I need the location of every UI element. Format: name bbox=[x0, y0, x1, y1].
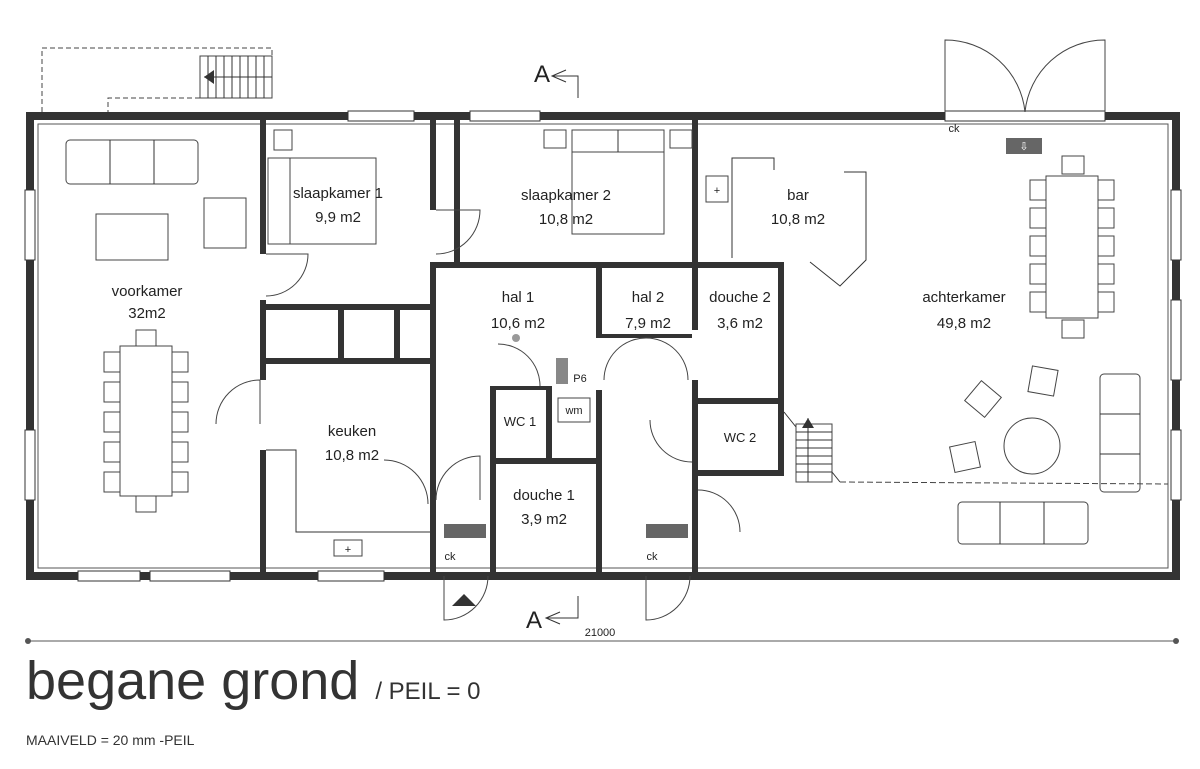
slaapkamer1-bed bbox=[267, 129, 377, 245]
ck-label-top: ck bbox=[949, 123, 961, 135]
room-bar-area: 10,8 m2 bbox=[771, 211, 825, 228]
room-bar-name: bar bbox=[787, 187, 809, 204]
room-slaapkamer2-name: slaapkamer 2 bbox=[521, 187, 611, 204]
bar-counter: + bbox=[705, 157, 867, 287]
room-voorkamer-area: 32m2 bbox=[128, 305, 166, 322]
room-keuken-name: keuken bbox=[328, 423, 376, 440]
room-slaapkamer1-name: slaapkamer 1 bbox=[293, 185, 383, 202]
room-douche2-area: 3,6 m2 bbox=[717, 315, 763, 332]
room-slaapkamer1-area: 9,9 m2 bbox=[315, 209, 361, 226]
room-douche1-name: douche 1 bbox=[513, 487, 575, 504]
entrance-arrow-icon bbox=[452, 594, 476, 606]
room-hal2-area: 7,9 m2 bbox=[625, 315, 671, 332]
section-mark-top: A bbox=[534, 61, 550, 88]
interior-walls bbox=[260, 120, 784, 572]
room-voorkamer-name: voorkamer bbox=[112, 283, 183, 300]
voorkamer-furniture bbox=[65, 139, 247, 513]
dimension-line: 21000 bbox=[25, 627, 1179, 644]
room-slaapkamer2-area: 10,8 m2 bbox=[539, 211, 593, 228]
utility: wm P6 bbox=[512, 334, 591, 423]
dimension-label: 21000 bbox=[585, 627, 616, 639]
room-wc1-name: WC 1 bbox=[504, 414, 537, 429]
room-keuken-area: 10,8 m2 bbox=[325, 447, 379, 464]
room-wc2-name: WC 2 bbox=[724, 430, 757, 445]
room-labels: voorkamer 32m2 slaapkamer 1 9,9 m2 slaap… bbox=[112, 185, 1006, 528]
title-block: begane grond / PEIL = 0 bbox=[26, 650, 481, 712]
svg-text:⇩: ⇩ bbox=[1019, 141, 1028, 153]
section-mark-bottom: A bbox=[526, 607, 542, 634]
ck-signs: ck ck ck bbox=[444, 123, 960, 606]
wm-label: wm bbox=[564, 405, 582, 417]
stair-inner bbox=[783, 411, 1169, 485]
room-hal2-name: hal 2 bbox=[632, 289, 665, 306]
p6-label: P6 bbox=[573, 373, 586, 385]
ground-level-note: MAAIVELD = 20 mm -PEIL bbox=[26, 732, 195, 748]
svg-text:+: + bbox=[714, 185, 720, 197]
floor-title: begane grond bbox=[26, 651, 360, 711]
ck-label-right: ck bbox=[647, 551, 659, 563]
room-douche1-area: 3,9 m2 bbox=[521, 511, 567, 528]
room-hal1-name: hal 1 bbox=[502, 289, 535, 306]
room-hal1-area: 10,6 m2 bbox=[491, 315, 545, 332]
stair-top bbox=[199, 55, 273, 99]
level-note: / PEIL = 0 bbox=[375, 678, 481, 705]
room-achterkamer-area: 49,8 m2 bbox=[937, 315, 991, 332]
slaapkamer2-bed bbox=[543, 129, 693, 235]
room-douche2-name: douche 2 bbox=[709, 289, 771, 306]
section-marks: A A bbox=[526, 61, 579, 634]
room-achterkamer-name: achterkamer bbox=[922, 289, 1005, 306]
doors bbox=[215, 39, 1106, 621]
keuken-counter: + bbox=[266, 449, 430, 557]
achterkamer-furniture: ⇩ bbox=[948, 138, 1141, 545]
svg-text:+: + bbox=[345, 544, 351, 556]
windows bbox=[24, 110, 1182, 582]
ck-label-left: ck bbox=[445, 551, 457, 563]
terrace-outline bbox=[41, 47, 273, 112]
